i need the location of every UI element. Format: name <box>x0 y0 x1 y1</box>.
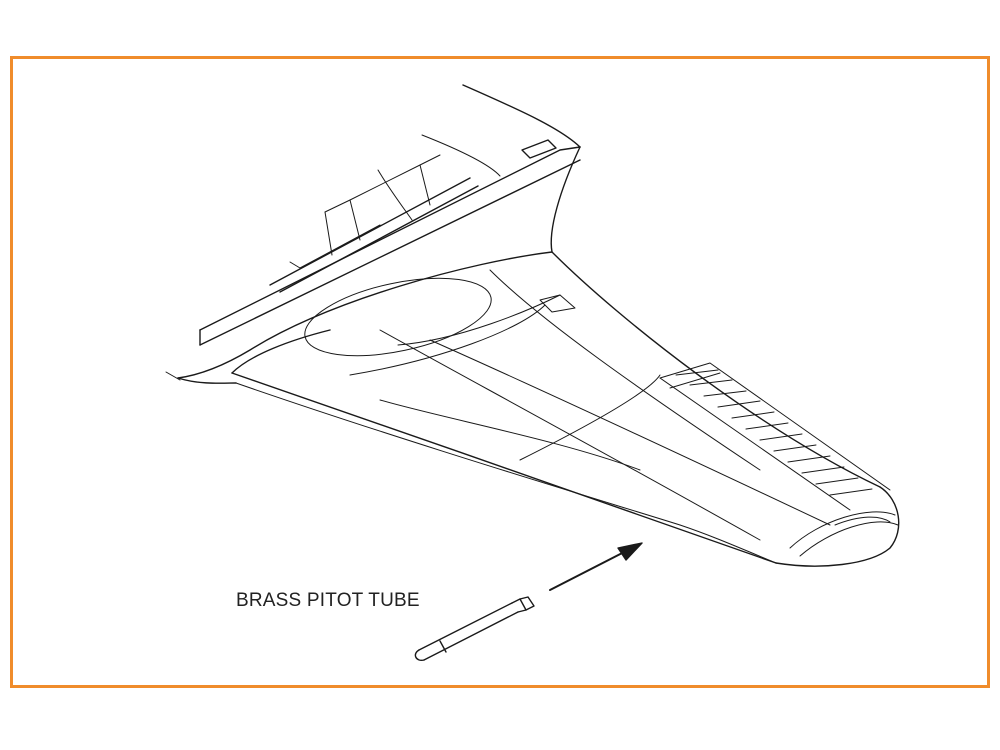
antenna-frame <box>269 134 501 293</box>
arrow-icon <box>549 542 643 591</box>
leading-edge-strake <box>199 139 581 346</box>
aileron-ribs <box>659 362 891 511</box>
wingtip <box>789 511 899 557</box>
part-label: BRASS PITOT TUBE <box>236 590 420 611</box>
pitot-tube-icon <box>414 596 535 662</box>
orange-frame <box>10 56 990 688</box>
panel-lines <box>304 269 831 541</box>
wing-outline <box>165 84 900 567</box>
